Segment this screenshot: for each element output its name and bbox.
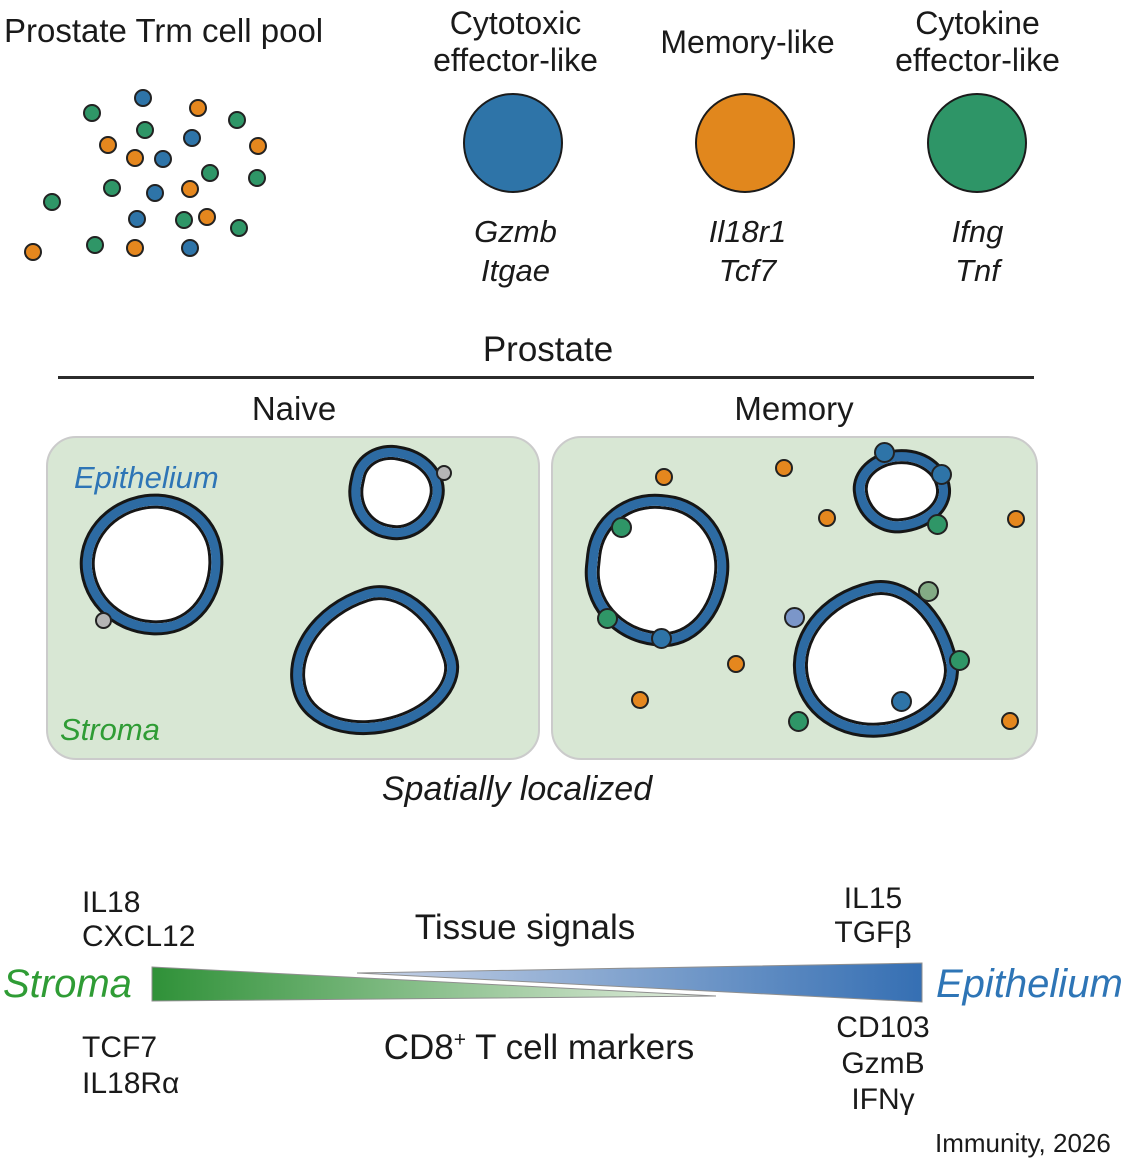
orange-cell-dot bbox=[99, 136, 117, 154]
orange-cell-dot bbox=[189, 99, 207, 117]
memory-column-label: Memory bbox=[734, 390, 854, 427]
cd8-superscript: + bbox=[453, 1028, 467, 1052]
blue-cell-dot bbox=[154, 150, 172, 168]
pool-title: Prostate Trm cell pool bbox=[4, 12, 324, 49]
blue-cell-dot bbox=[183, 129, 201, 147]
gene-label: Ifng bbox=[951, 214, 1004, 249]
gene-label: Tcf7 bbox=[718, 253, 777, 288]
green-cell-dot bbox=[83, 104, 101, 122]
signal-label: IL18 bbox=[82, 886, 141, 919]
epithelium-gradient-wedge bbox=[356, 962, 923, 1003]
cytokine-genes: Ifng Tnf bbox=[860, 212, 1095, 290]
prostate-title: Prostate bbox=[482, 330, 614, 369]
stroma-gradient-wedge bbox=[151, 966, 717, 1002]
orange-cell-dot bbox=[181, 180, 199, 198]
signal-label: CXCL12 bbox=[82, 920, 196, 953]
memory-genes: Il18r1 Tcf7 bbox=[630, 212, 865, 290]
orange-cell-dot bbox=[24, 243, 42, 261]
gene-label: Gzmb bbox=[474, 214, 557, 249]
cd8-markers-title: CD8+ T cell markers bbox=[339, 1028, 739, 1068]
green-cell-dot bbox=[230, 219, 248, 237]
cytokine-cell-circle bbox=[927, 93, 1027, 193]
memory-cell-circle bbox=[695, 93, 795, 193]
green-cell-dot bbox=[228, 111, 246, 129]
journal-credit: Immunity, 2026 bbox=[935, 1128, 1111, 1158]
cd8-base: CD8 bbox=[383, 1028, 454, 1067]
gene-label: Il18r1 bbox=[708, 214, 787, 249]
naive-column-label: Naive bbox=[251, 390, 337, 427]
blue-cell-dot bbox=[181, 239, 199, 257]
signal-label: IL15 bbox=[843, 882, 903, 915]
marker-label: IFNγ bbox=[851, 1083, 915, 1116]
stroma-cd8-markers: TCF7 IL18Rα bbox=[82, 1030, 179, 1102]
epithelium-label: Epithelium bbox=[74, 460, 219, 495]
tissue-signals-title: Tissue signals bbox=[414, 908, 636, 947]
epithelium-tissue-signals: IL15 TGFβ bbox=[773, 882, 973, 950]
green-cell-dot bbox=[136, 121, 154, 139]
cd8-rest: T cell markers bbox=[466, 1028, 695, 1067]
orange-cell-dot bbox=[126, 149, 144, 167]
green-cell-dot bbox=[43, 193, 61, 211]
blue-cell-dot bbox=[128, 210, 146, 228]
prostate-divider-line bbox=[58, 376, 1034, 379]
cytotoxic-cell-circle bbox=[463, 93, 563, 193]
subset-title-cytotoxic: Cytotoxic effector-like bbox=[433, 5, 598, 78]
orange-cell-dot bbox=[126, 239, 144, 257]
stroma-pole-label: Stroma bbox=[3, 962, 132, 1006]
spatially-localized-caption: Spatially localized bbox=[381, 770, 653, 808]
blue-cell-dot bbox=[134, 89, 152, 107]
stroma-tissue-signals: IL18 CXCL12 bbox=[82, 886, 195, 954]
marker-label: CD103 bbox=[836, 1011, 930, 1044]
blue-cell-dot bbox=[146, 184, 164, 202]
green-cell-dot bbox=[103, 179, 121, 197]
green-cell-dot bbox=[248, 169, 266, 187]
marker-label: IL18Rα bbox=[82, 1067, 180, 1100]
epithelium-pole-label: Epithelium bbox=[936, 962, 1123, 1006]
gene-label: Itgae bbox=[481, 253, 550, 288]
opposing-gradient-wedges bbox=[151, 962, 923, 1003]
orange-cell-dot bbox=[198, 208, 216, 226]
stroma-label: Stroma bbox=[60, 712, 160, 747]
orange-cell-dot bbox=[249, 137, 267, 155]
epithelium-cd8-markers: CD103 GzmB IFNγ bbox=[783, 1010, 983, 1118]
signal-label: TGFβ bbox=[834, 916, 912, 949]
cytotoxic-genes: Gzmb Itgae bbox=[398, 212, 633, 290]
subset-title-memory: Memory-like bbox=[660, 23, 835, 60]
marker-label: GzmB bbox=[841, 1047, 925, 1080]
green-cell-dot bbox=[175, 211, 193, 229]
green-cell-dot bbox=[201, 164, 219, 182]
green-cell-dot bbox=[86, 236, 104, 254]
gene-label: Tnf bbox=[955, 253, 1000, 288]
marker-label: TCF7 bbox=[82, 1031, 157, 1064]
subset-title-cytokine: Cytokine effector-like bbox=[895, 5, 1060, 78]
